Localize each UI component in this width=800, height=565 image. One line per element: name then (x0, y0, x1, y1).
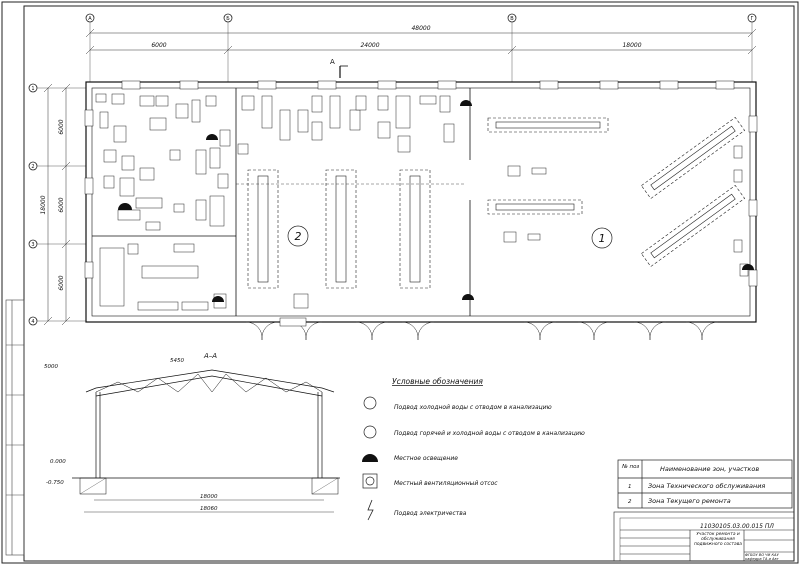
axis-label-b: Б (226, 16, 230, 22)
title-block: 11030105.03.00.015 ПЛ Участок ремонта и … (613, 511, 795, 562)
zones-col-name: Наименование зон, участков (660, 465, 759, 473)
partitions (92, 88, 471, 316)
axis-label-a: А (88, 16, 92, 22)
dim-span-2: 24000 (360, 42, 379, 49)
service-posts (487, 117, 746, 267)
zones-table: № поз Наименование зон, участков 1 Зона … (617, 459, 793, 509)
legend-item-electricity: Подвод электричества (394, 510, 467, 517)
grid-row-4: 4 (31, 319, 34, 325)
level-ridge-mark: 5450 (170, 358, 184, 364)
gates (245, 317, 719, 341)
legend-item-cold-water: Подвод холодной воды с отводом в канализ… (394, 404, 552, 411)
zone-row-1-name: Зона Технического обслуживания (648, 482, 765, 490)
dim-span-3: 18000 (622, 42, 641, 49)
legend-item-local-vent: Местный вентиляционный отсос (394, 480, 498, 487)
dim-total-length: 48000 (411, 25, 430, 32)
legend-title: Условные обозначения (392, 377, 483, 386)
repair-posts (236, 169, 466, 289)
hot-cold-water-icon (363, 425, 377, 439)
legend-item-hot-cold-water: Подвод горячей и холодной воды с отводом… (394, 430, 585, 437)
zone-row-1-no: 1 (628, 484, 632, 490)
zone-row-2-name: Зона Текущего ремонта (648, 497, 731, 505)
level-top-mark: 5000 (44, 364, 58, 370)
section-title: А–А (203, 352, 217, 360)
light-fixtures (118, 100, 754, 302)
left-margin-stamp (5, 299, 25, 556)
drawing-frame (23, 5, 795, 562)
zone-markers: 2 1 (287, 225, 613, 249)
section-view: А–А 5000 5450 0.000 -0.750 18000 18060 (44, 352, 340, 513)
local-light-icon (362, 454, 378, 462)
organization: ФГБОУ ВО ЧИ КАУ кафедра ТА и Авт (745, 553, 779, 561)
legend-item-local-light: Местное освещение (394, 455, 458, 462)
zones-col-no: № поз (621, 464, 639, 470)
grid-row-3: 3 (31, 242, 34, 248)
windows (84, 80, 758, 287)
dim-vert-total: 18000 (40, 195, 47, 214)
dim-vert-span-3: 6000 (58, 275, 65, 290)
zone-2-label: 2 (295, 230, 302, 243)
section-span-inner: 18000 (200, 494, 218, 500)
dimension-chain-top (85, 28, 757, 55)
axis-markers-top (85, 13, 757, 23)
cold-water-icon (363, 396, 377, 410)
grid-row-2: 2 (31, 164, 34, 170)
dim-span-1: 6000 (151, 42, 166, 49)
grid-row-1: 1 (31, 86, 34, 92)
section-cut-marker: А (330, 58, 348, 78)
drawing-name: Участок ремонта и обслуживания подвижног… (694, 532, 742, 547)
dim-vert-span-1: 6000 (58, 119, 65, 134)
dimension-chain-left (43, 83, 71, 326)
zone-row-2-no: 2 (628, 499, 632, 505)
section-span-outer: 18060 (200, 506, 218, 512)
dim-vert-span-2: 6000 (58, 197, 65, 212)
workshop-equipment (95, 93, 749, 311)
legend: Условные обозначения Подвод холодной вод… (362, 377, 585, 521)
axis-label-g: Г (750, 16, 753, 22)
electricity-icon (367, 499, 374, 521)
drawing-code: 11030105.03.00.015 ПЛ (700, 523, 774, 530)
zone-1-label: 1 (599, 232, 606, 245)
section-label-top: А (330, 58, 335, 66)
level-bottom-mark: -0.750 (46, 480, 64, 486)
floor-plan: А Б В Г 48000 6000 24000 18000 (28, 13, 758, 341)
axis-label-v: В (510, 16, 514, 22)
level-zero-mark: 0.000 (50, 459, 66, 465)
axis-markers-left (28, 83, 38, 326)
